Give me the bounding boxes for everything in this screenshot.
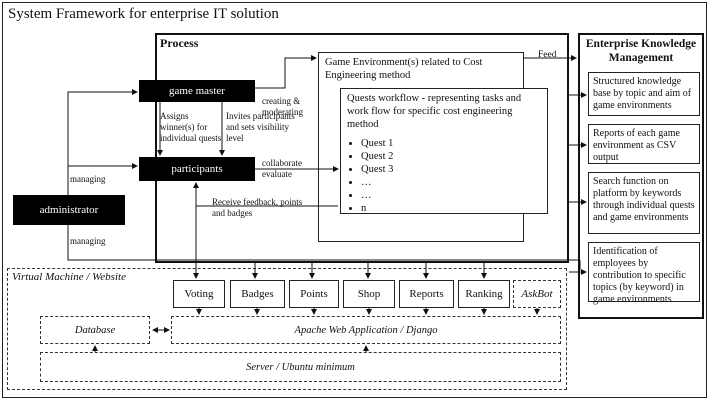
quests-workflow-box: Quests workflow - representing tasks and… [340,88,548,214]
receive-feedback-label: Receive feedback, points and badges [212,197,303,218]
feed-label: Feed [538,50,557,60]
diagram-title: System Framework for enterprise IT solut… [8,6,279,22]
managing-arrow-gm [67,89,138,195]
creating-moderating-label: creating & moderating [262,96,303,117]
feedback-arrow [193,182,338,207]
ekm-item-search: Search function on platform by keywords … [588,172,700,234]
server-box: Server / Ubuntu minimum [40,352,561,382]
ekm-container [578,33,704,319]
invites-label: Invites participants and sets visibility… [226,111,295,143]
shop-module: Shop [343,280,395,308]
managing-label-bottom: managing [70,236,106,246]
quest-item: n [361,202,541,215]
quest-item: … [361,189,541,202]
quests-workflow-label: Quests workflow - representing tasks and… [347,93,522,130]
virtual-machine-container [7,268,567,390]
game-environment-label: Game Environment(s) related to Cost Engi… [325,57,483,81]
collaborate-label: collaborate evaluate [262,158,302,179]
quest-list: Quest 1 Quest 2 Quest 3 … … n [347,137,541,215]
voting-module: Voting [173,280,225,308]
process-container [155,33,569,263]
participants-box: participants [139,157,255,181]
ekm-title: Enterprise Knowledge Management [585,38,697,64]
creating-arrow [255,55,317,89]
quest-item: … [361,176,541,189]
process-label: Process [160,36,199,50]
ekm-item-knowledge-base: Structured knowledge base by topic and a… [588,72,700,116]
managing-label-top: managing [70,174,106,184]
apache-box: Apache Web Application / Django [171,316,561,344]
virtual-machine-label: Virtual Machine / Website [12,271,126,283]
ekm-item-reports: Reports of each game environment as CSV … [588,124,700,164]
administrator-box: administrator [13,195,125,225]
quest-item: Quest 3 [361,163,541,176]
points-module: Points [289,280,339,308]
askbot-module: AskBot [513,280,561,308]
badges-module: Badges [230,280,285,308]
quest-item: Quest 2 [361,150,541,163]
reports-module: Reports [399,280,454,308]
game-master-box: game master [139,80,255,102]
ekm-item-identification: Identification of employees by contribut… [588,242,700,305]
ranking-module: Ranking [458,280,510,308]
quest-item: Quest 1 [361,137,541,150]
database-box: Database [40,316,150,344]
managing-line-bottom [67,225,580,261]
assigns-label: Assigns winner(s) for individual quests [160,111,222,143]
